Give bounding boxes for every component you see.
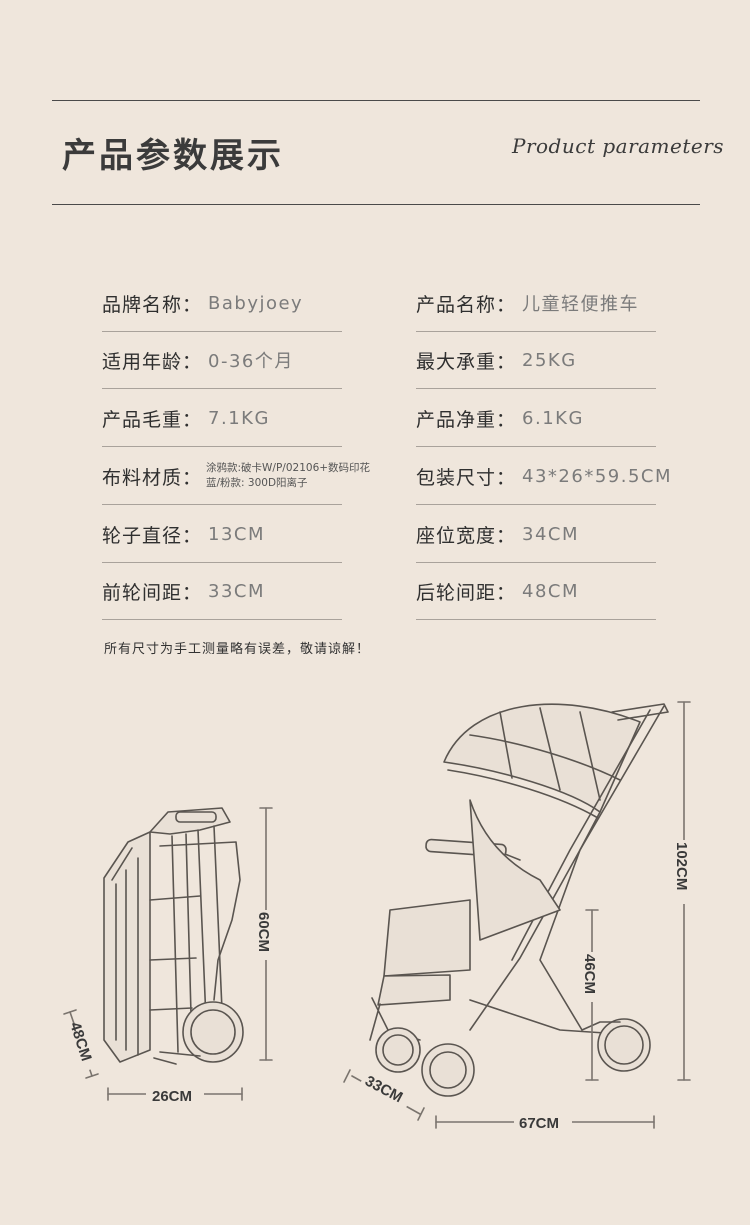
top-divider (52, 100, 700, 101)
stroller-diagrams: 60CM 48CM 26CM 102CM 46CM 33CM 67CM (57, 701, 695, 1132)
param-product-name: 产品名称： 儿童轻便推车 (416, 275, 656, 332)
param-label: 产品名称： (416, 293, 517, 316)
param-label: 轮子直径： (102, 524, 203, 547)
param-value: 48CM (522, 580, 580, 602)
measurement-note: 所有尺寸为手工测量略有误差，敬请谅解！ (104, 642, 371, 657)
param-label: 包装尺寸： (416, 466, 517, 489)
unfolded-height-label: 102CM (673, 842, 690, 890)
param-label: 产品毛重： (102, 408, 203, 431)
folded-height-label: 60CM (255, 912, 272, 952)
param-net-weight: 产品净重： 6.1KG (416, 390, 656, 447)
param-value: 0-36个月 (208, 351, 294, 372)
page-subtitle: Product parameters (512, 134, 725, 158)
param-package-size: 包装尺寸： 43*26*59.5CM (416, 448, 671, 505)
param-rear-wheel-track: 后轮间距： 48CM (416, 563, 656, 620)
param-front-wheel-track: 前轮间距： 33CM (102, 563, 342, 620)
fabric-line-1: 涂鸦款:破卡W/P/02106+数码印花 (206, 462, 371, 474)
param-value: 25KG (522, 349, 577, 371)
param-fabric: 布料材质： 涂鸦款:破卡W/P/02106+数码印花 蓝/粉款: 300D阳离子 (102, 448, 370, 505)
fabric-line-2: 蓝/粉款: 300D阳离子 (206, 477, 308, 489)
param-label: 产品净重： (416, 408, 517, 431)
param-label: 布料材质： (102, 466, 203, 489)
folded-stroller-illustration (103, 807, 244, 1065)
param-max-load: 最大承重： 25KG (416, 332, 656, 389)
param-label: 座位宽度： (416, 524, 517, 547)
param-value: 34CM (522, 523, 580, 545)
param-value: 儿童轻便推车 (522, 294, 640, 315)
param-label: 最大承重： (416, 350, 517, 373)
page-title: 产品参数展示 (62, 136, 284, 176)
param-value: Babyjoey (208, 292, 304, 314)
param-gross-weight: 产品毛重： 7.1KG (102, 390, 342, 447)
param-value: 6.1KG (522, 407, 584, 429)
param-value: 13CM (208, 523, 266, 545)
param-seat-width: 座位宽度： 34CM (416, 506, 656, 563)
seat-height-label: 46CM (581, 954, 598, 994)
param-label: 适用年龄： (102, 350, 203, 373)
param-label: 前轮间距： (102, 581, 203, 604)
param-value: 33CM (208, 580, 266, 602)
header-bottom-divider (52, 204, 700, 205)
folded-width-label: 26CM (152, 1088, 192, 1105)
param-wheel-diameter: 轮子直径： 13CM (102, 506, 342, 563)
param-age: 适用年龄： 0-36个月 (102, 332, 342, 389)
param-value: 涂鸦款:破卡W/P/02106+数码印花 蓝/粉款: 300D阳离子 (206, 461, 370, 491)
param-label: 品牌名称： (102, 293, 203, 316)
param-value: 43*26*59.5CM (522, 465, 673, 487)
length-label: 67CM (519, 1115, 559, 1132)
param-brand: 品牌名称： Babyjoey (102, 275, 342, 332)
param-value: 7.1KG (208, 407, 270, 429)
unfolded-stroller-illustration (369, 703, 669, 1097)
param-label: 后轮间距： (416, 581, 517, 604)
